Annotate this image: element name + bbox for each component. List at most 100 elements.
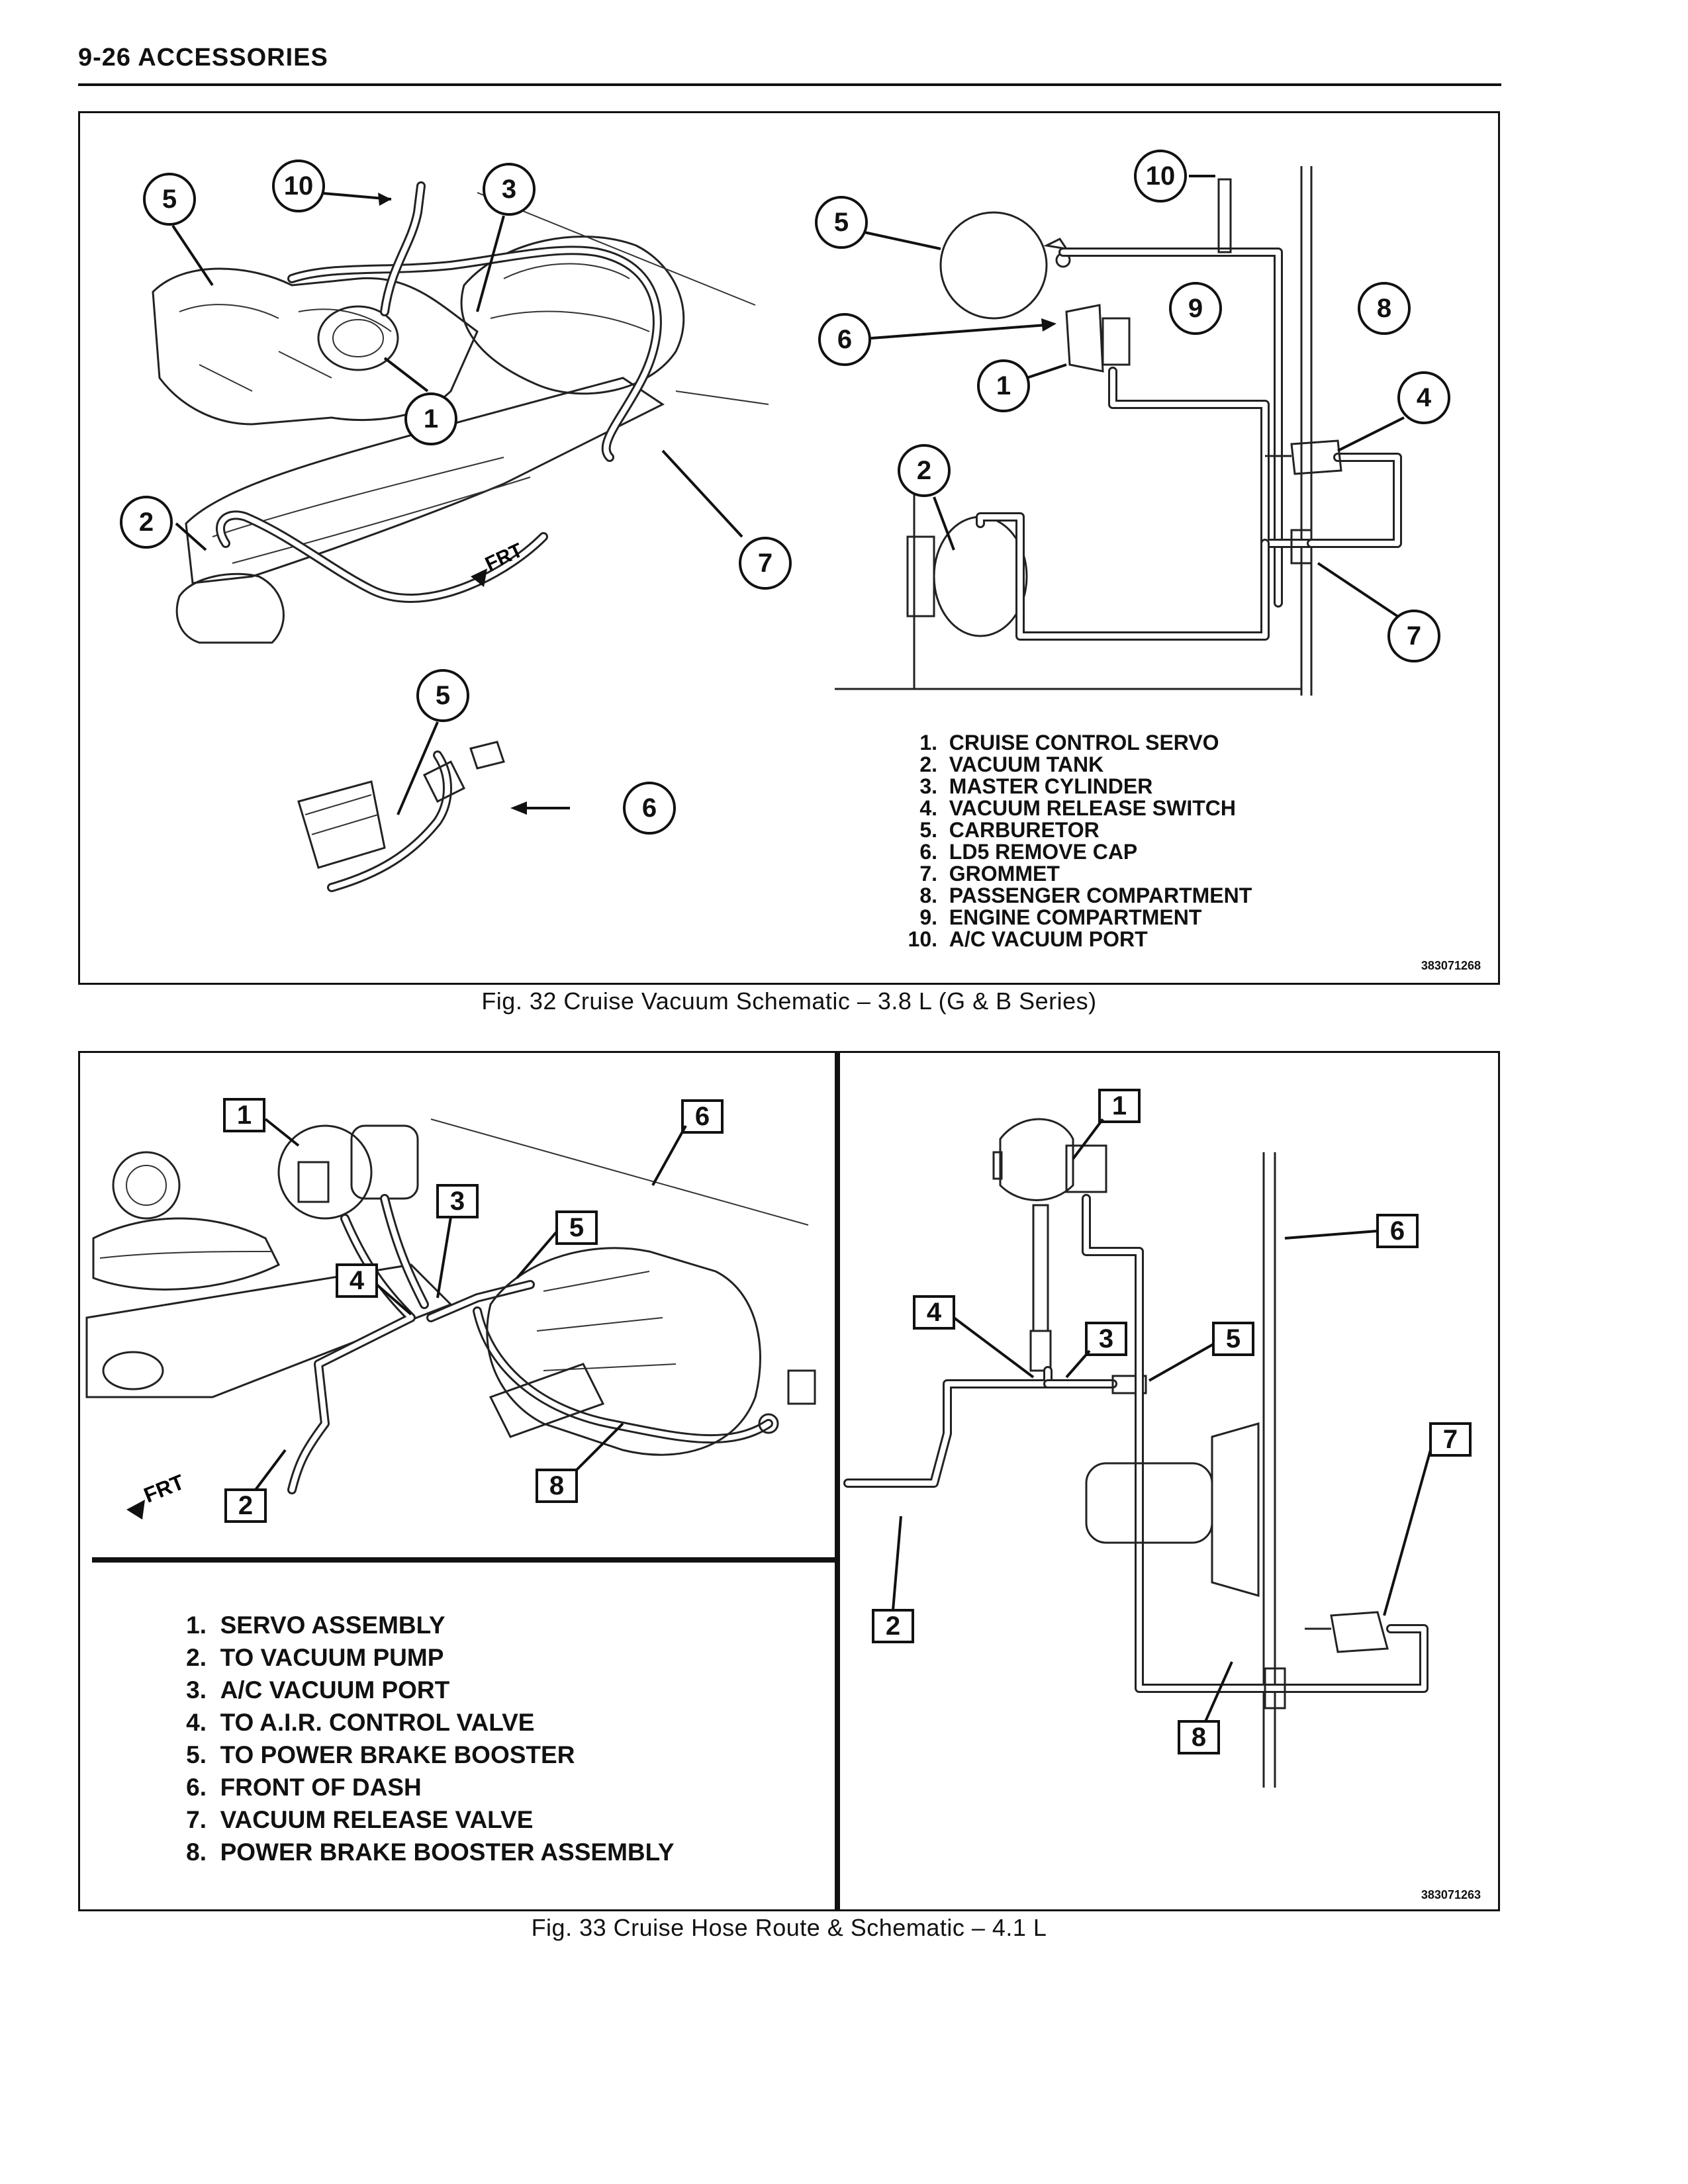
svg-text:10: 10 xyxy=(284,171,314,201)
legend-row: 7. VACUUM RELEASE VALVE xyxy=(186,1806,534,1833)
fig32-engine-illustration: FRT xyxy=(152,181,769,644)
fig33-callout-4a xyxy=(336,1263,378,1298)
svg-text:9: 9 xyxy=(1188,294,1203,323)
header-rule xyxy=(78,83,1501,86)
fig32-callout-6c xyxy=(818,313,871,366)
fig33-callout-5b xyxy=(1212,1322,1254,1356)
svg-text:8: 8 xyxy=(1377,294,1391,323)
fig33-vertical-divider xyxy=(835,1053,840,1909)
fig32-callout-8c xyxy=(1358,282,1411,335)
figure-33-box: FRT xyxy=(78,1051,1500,1911)
legend-row: 9. ENGINE COMPARTMENT xyxy=(919,905,1202,929)
svg-text:2: 2 xyxy=(886,1612,900,1641)
legend-row: 3. MASTER CYLINDER xyxy=(919,774,1153,798)
fig32-callout-9c xyxy=(1169,282,1222,335)
svg-text:8: 8 xyxy=(549,1471,564,1500)
legend-row: 1. SERVO ASSEMBLY xyxy=(186,1612,445,1639)
legend-row: 3. A/C VACUUM PORT xyxy=(186,1676,450,1704)
svg-text:10: 10 xyxy=(1146,161,1176,191)
fig32-callout-2c xyxy=(898,444,951,497)
legend-row: 7. GROMMET xyxy=(919,862,1060,886)
svg-text:6: 6 xyxy=(695,1102,710,1131)
fig32-caption: Fig. 32 Cruise Vacuum Schematic – 3.8 L … xyxy=(481,987,1097,1015)
fig33-part-number: 383071263 xyxy=(1421,1888,1481,1901)
fig33-callouts: 1 6 3 5 4 8 2 1 6 xyxy=(223,1089,1472,1754)
svg-text:6: 6 xyxy=(642,794,657,823)
svg-text:4: 4 xyxy=(350,1266,365,1295)
figure-32-drawing: FRT xyxy=(120,150,1450,892)
svg-text:2: 2 xyxy=(917,456,931,485)
svg-text:3: 3 xyxy=(450,1187,465,1216)
legend-row: 2. VACUUM TANK xyxy=(919,752,1104,776)
fig32-legend: 1. CRUISE CONTROL SERVO 2. VACUUM TANK 3… xyxy=(904,732,1252,950)
fig32-callout-5a xyxy=(143,173,196,226)
fig32-callouts: 5 10 3 1 2 7 5 6 xyxy=(120,150,1450,835)
figure-33-drawing: FRT xyxy=(85,1089,1472,1788)
legend-row: 1. CRUISE CONTROL SERVO xyxy=(919,731,1219,754)
svg-text:5: 5 xyxy=(162,185,177,214)
svg-text:1: 1 xyxy=(1112,1091,1127,1120)
legend-row: 10. A/C VACUUM PORT xyxy=(908,927,1148,951)
svg-text:7: 7 xyxy=(1443,1425,1458,1454)
fig32-callout-3a xyxy=(483,163,536,216)
fig33-horizontal-divider xyxy=(92,1557,835,1563)
fig32-callout-5b xyxy=(416,669,469,722)
svg-text:4: 4 xyxy=(927,1298,942,1327)
fig33-callout-3a xyxy=(436,1184,479,1218)
fig33-callout-8a xyxy=(536,1469,578,1503)
svg-text:5: 5 xyxy=(1226,1324,1241,1353)
fig33-callout-1a xyxy=(223,1098,265,1132)
fig33-callout-5a xyxy=(555,1210,598,1245)
svg-text:3: 3 xyxy=(1099,1324,1113,1353)
fig33-legend: 1. SERVO ASSEMBLY 2. TO VACUUM PUMP 3. A… xyxy=(183,1609,675,1868)
fig32-callout-1c xyxy=(977,359,1030,412)
fig33-callout-4b xyxy=(913,1295,955,1330)
legend-row: 6. FRONT OF DASH xyxy=(186,1774,422,1801)
fig33-callout-2b xyxy=(872,1609,914,1643)
fig33-caption: Fig. 33 Cruise Hose Route & Schematic – … xyxy=(531,1914,1047,1941)
svg-text:5: 5 xyxy=(834,208,849,237)
figure-32-box: FRT xyxy=(78,111,1500,985)
fig32-part-number: 383071268 xyxy=(1421,959,1481,972)
svg-text:8: 8 xyxy=(1192,1723,1206,1752)
fig33-callout-2a xyxy=(224,1488,267,1523)
svg-text:7: 7 xyxy=(758,549,773,578)
fig32-callout-10c xyxy=(1134,150,1187,203)
fig33-callout-1b xyxy=(1098,1089,1141,1123)
fig32-callout-10a xyxy=(272,159,325,212)
legend-row: 2. TO VACUUM PUMP xyxy=(186,1644,444,1671)
legend-row: 8. POWER BRAKE BOOSTER ASSEMBLY xyxy=(186,1839,675,1866)
svg-text:2: 2 xyxy=(238,1491,253,1520)
fig33-callout-7b xyxy=(1429,1422,1472,1457)
fig32-callout-1a xyxy=(404,392,457,445)
svg-text:5: 5 xyxy=(569,1213,584,1242)
fig32-schematic xyxy=(835,166,1402,696)
fig33-callout-6a xyxy=(681,1099,724,1134)
svg-text:5: 5 xyxy=(436,681,450,710)
svg-text:1: 1 xyxy=(424,404,438,433)
legend-row: 4. VACUUM RELEASE SWITCH xyxy=(919,796,1236,820)
fig33-callout-8b xyxy=(1178,1720,1220,1754)
svg-text:1: 1 xyxy=(237,1101,252,1130)
legend-row: 8. PASSENGER COMPARTMENT xyxy=(919,884,1252,907)
fig32-callout-4c xyxy=(1397,371,1450,424)
legend-row: 4. TO A.I.R. CONTROL VALVE xyxy=(186,1709,535,1736)
fig33-schematic xyxy=(843,1118,1429,1788)
fig32-callout-7c xyxy=(1387,610,1440,662)
page-header: 9-26 ACCESSORIES xyxy=(78,44,328,71)
svg-text:6: 6 xyxy=(1390,1216,1405,1246)
fig32-inset-illustration xyxy=(297,741,505,892)
fig33-frt-label: FRT xyxy=(140,1470,188,1508)
legend-row: 6. LD5 REMOVE CAP xyxy=(919,840,1138,864)
svg-text:4: 4 xyxy=(1417,383,1432,412)
svg-text:2: 2 xyxy=(139,508,154,537)
svg-text:7: 7 xyxy=(1407,621,1421,651)
fig32-callout-6b xyxy=(623,782,676,835)
svg-text:6: 6 xyxy=(837,325,852,354)
legend-row: 5. CARBURETOR xyxy=(919,818,1100,842)
fig33-callout-3b xyxy=(1085,1322,1127,1356)
svg-text:3: 3 xyxy=(502,175,516,204)
fig32-callout-7a xyxy=(739,537,792,590)
legend-row: 5. TO POWER BRAKE BOOSTER xyxy=(186,1741,575,1768)
fig32-callout-5c xyxy=(815,196,868,249)
